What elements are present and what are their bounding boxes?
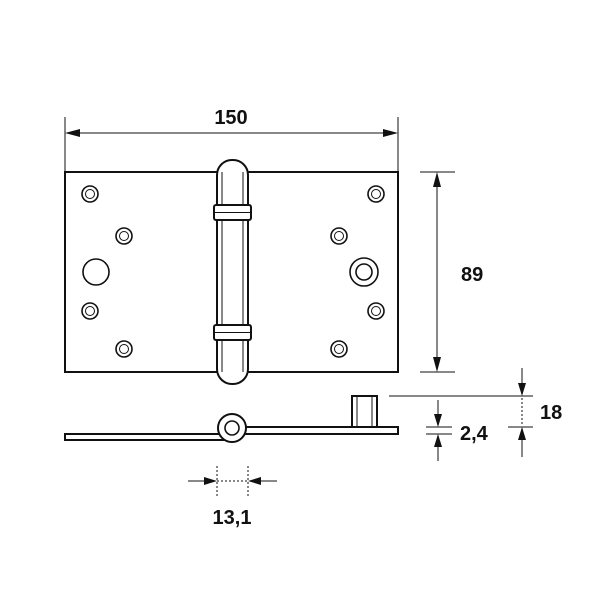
thickness-arrow-top <box>434 414 442 427</box>
large-hole-left <box>82 258 110 286</box>
hinge-knuckle <box>213 159 252 385</box>
height-arrow-top <box>433 172 441 187</box>
width-dimension: 150 <box>64 107 399 172</box>
screw-hole <box>81 185 99 203</box>
knuckle-band-bottom <box>213 324 252 341</box>
pin-height-arrow-bottom <box>518 427 526 440</box>
pin-height-dimension: 18 <box>389 368 562 457</box>
knuckle-band-top <box>213 204 252 221</box>
width-label: 150 <box>214 107 247 129</box>
thickness-arrow-bottom <box>434 434 442 447</box>
side-leaf-right <box>239 426 399 435</box>
screw-hole <box>367 185 385 203</box>
hinge-side-view <box>64 395 399 443</box>
pin-height-arrow-top <box>518 383 526 396</box>
thickness-label: 2,4 <box>460 423 489 445</box>
height-label: 89 <box>461 264 483 286</box>
side-pin <box>351 395 378 428</box>
side-leaf-left <box>64 433 226 441</box>
pin-hole-right <box>349 257 379 287</box>
knuckle-diameter-label: 13,1 <box>213 507 252 529</box>
screw-hole <box>330 340 348 358</box>
height-dimension: 89 <box>420 171 483 373</box>
knuckle-diameter-dimension: 13,1 <box>188 466 277 529</box>
width-arrow-left <box>65 129 80 137</box>
thickness-dimension: 2,4 <box>426 400 489 461</box>
side-knuckle <box>217 413 247 443</box>
knuckle-diameter-arrow-left <box>204 477 217 485</box>
hinge-front-view <box>64 159 399 385</box>
pin-height-label: 18 <box>540 402 562 424</box>
width-arrow-right <box>383 129 398 137</box>
screw-hole <box>115 227 133 245</box>
screw-hole <box>115 340 133 358</box>
screw-hole <box>330 227 348 245</box>
screw-hole <box>81 302 99 320</box>
height-arrow-bottom <box>433 357 441 372</box>
knuckle-diameter-arrow-right <box>248 477 261 485</box>
screw-hole <box>367 302 385 320</box>
